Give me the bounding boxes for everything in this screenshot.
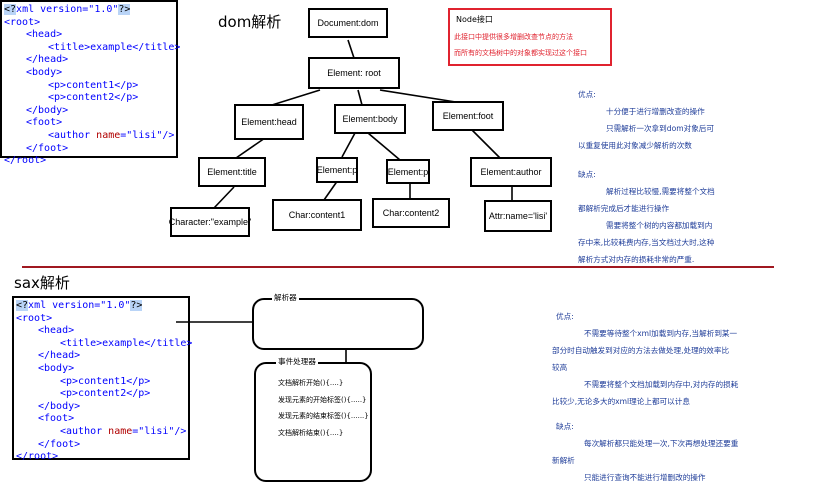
sax-pros-item: 不需要将整个文档加载到内存中,对内存的损耗 xyxy=(584,380,739,389)
node-title: Element:title xyxy=(198,157,266,187)
dom-code-line: <?xml version="1.0"?> xyxy=(4,4,131,15)
node-head: Element:head xyxy=(234,104,304,140)
sax-heading: sax解析 xyxy=(14,274,70,292)
sax-cons-item: 新解析 xyxy=(552,456,575,465)
dom-pros-item: 十分便于进行增删改查的操作 xyxy=(606,107,705,116)
dom-code-line: </head> xyxy=(26,54,69,66)
dom-code: <?xml version="1.0"?><root><head><title>… xyxy=(4,4,180,168)
dom-code-line: <body> xyxy=(26,66,63,78)
dom-cons-item: 解析方式对内存的损耗非常的严重. xyxy=(578,255,695,264)
sax-cons-label: 缺点: xyxy=(556,422,574,431)
node-foot: Element:foot xyxy=(432,101,504,131)
node-root: Element: root xyxy=(308,57,400,89)
sax-code-line: <foot> xyxy=(38,413,75,425)
node-body: Element:body xyxy=(334,104,406,134)
dom-code-line: <title>example</title> xyxy=(48,41,181,53)
sax-code-line: </body> xyxy=(38,400,81,412)
sax-code: <?xml version="1.0"?><root><head><title>… xyxy=(16,300,192,464)
node-interface-title: Node接口 xyxy=(456,15,493,24)
sax-code-line: <author name="lisi"/> xyxy=(60,425,187,437)
node-p1: Element:p xyxy=(316,157,358,183)
dom-code-line: <p>content1</p> xyxy=(48,79,139,91)
sax-code-line: </foot> xyxy=(38,438,81,450)
handler-method: 文档解析开始(){....} xyxy=(278,379,344,387)
node-author: Element:author xyxy=(470,157,552,187)
sax-code-line: <p>content1</p> xyxy=(60,375,151,387)
dom-cons-item: 都解析完成后才能进行操作 xyxy=(578,204,670,213)
sax-pros-item: 比较少,无论多大的xml理论上都可以计息 xyxy=(552,397,690,406)
dom-code-line: <p>content2</p> xyxy=(48,92,139,104)
node-attr: Attr:name='lisi' xyxy=(484,200,552,232)
dom-tree-edges xyxy=(213,39,513,209)
dom-code-line: <head> xyxy=(26,29,63,41)
node-char2: Char:content2 xyxy=(372,198,450,228)
dom-notes: 优点: 十分便于进行增删改查的操作 只需解析一次拿到dom对象后可 以重复使用此… xyxy=(578,86,782,268)
dom-cons-item: 解析过程比较慢,需要将整个文档 xyxy=(606,187,715,196)
section-divider xyxy=(22,266,774,268)
dom-cons-label: 缺点: xyxy=(578,170,596,179)
node-interface-line1: 此接口中提供很多增删改查节点的方法 xyxy=(454,33,573,41)
sax-code-line: <body> xyxy=(38,362,75,374)
parser-box xyxy=(252,298,424,350)
sax-cons-item: 每次解析都只能处理一次,下次再想处理还要重 xyxy=(584,439,739,448)
dom-code-line: <foot> xyxy=(26,117,63,129)
parser-label: 解析器 xyxy=(272,292,299,303)
dom-code-line: <root> xyxy=(4,16,41,28)
dom-cons-item: 存中来,比较耗费内存,当文档过大时,这种 xyxy=(578,238,715,247)
node-document: Document:dom xyxy=(308,8,388,38)
sax-notes: 优点: 不需要等待整个xml加载到内存,当解析到某一 部分时自动触发到对应的方法… xyxy=(552,308,796,486)
sax-code-line: <head> xyxy=(38,325,75,337)
sax-code-line: <?xml version="1.0"?> xyxy=(16,300,143,311)
sax-code-line: <title>example</title> xyxy=(60,337,193,349)
sax-pros-item: 较高 xyxy=(552,363,568,372)
sax-code-line: </root> xyxy=(16,451,59,463)
dom-cons-item: 需要将整个树的内容都加载到内 xyxy=(606,221,713,230)
sax-code-line: </head> xyxy=(38,350,81,362)
dom-code-line: </foot> xyxy=(26,142,69,154)
dom-code-line: </body> xyxy=(26,104,69,116)
node-char1: Char:content1 xyxy=(272,199,362,231)
handler-method: 发现元素的结束标签(){......} xyxy=(278,412,369,421)
event-handler-methods: 文档解析开始(){....} 发现元素的开始标签(){.....} 发现元素的结… xyxy=(278,375,369,441)
sax-pros-item: 部分时自动触发到对应的方法去做处理,处理的效率比 xyxy=(552,346,730,355)
node-p2: Element:p xyxy=(386,159,430,184)
node-interface-line2: 而所有的文档树中的对象都实现过这个接口 xyxy=(454,49,587,57)
node-char-example: Character:"example" xyxy=(169,207,251,237)
dom-pros-item: 以重复使用此对象减少解析的次数 xyxy=(578,141,692,150)
sax-pros-label: 优点: xyxy=(556,312,574,321)
sax-code-line: <p>content2</p> xyxy=(60,388,151,400)
sax-code-panel: <?xml version="1.0"?><root><head><title>… xyxy=(12,296,192,462)
node-interface-box: Node接口 此接口中提供很多增删改查节点的方法 而所有的文档树中的对象都实现过… xyxy=(448,8,612,66)
dom-pros-label: 优点: xyxy=(578,90,596,99)
handler-method: 文档解析结束(){....} xyxy=(278,428,344,437)
sax-pros-item: 不需要等待整个xml加载到内存,当解析到某一 xyxy=(584,329,738,338)
dom-heading: dom解析 xyxy=(218,13,282,31)
dom-code-line: <author name="lisi"/> xyxy=(48,129,175,141)
handler-method: 发现元素的开始标签(){.....} xyxy=(278,395,367,404)
sax-code-line: <root> xyxy=(16,312,53,324)
dom-code-panel: <?xml version="1.0"?><root><head><title>… xyxy=(0,0,180,166)
sax-cons-item: 只能进行查询不能进行增删改的操作 xyxy=(584,473,706,482)
dom-code-line: </root> xyxy=(4,155,47,167)
dom-pros-item: 只需解析一次拿到dom对象后可 xyxy=(606,124,714,133)
event-handler-label: 事件处理器 xyxy=(276,356,318,367)
